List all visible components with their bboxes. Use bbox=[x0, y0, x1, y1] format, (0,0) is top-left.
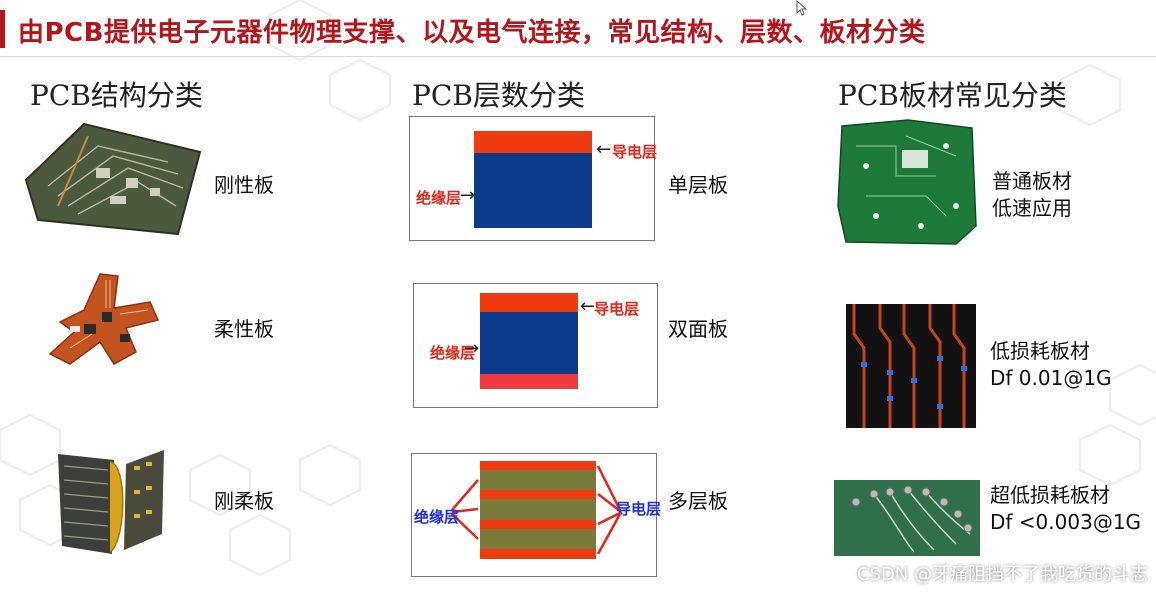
title-accent-bar bbox=[0, 10, 5, 48]
conductor-layer-4 bbox=[480, 549, 596, 559]
standard-material-name: 普通板材 bbox=[992, 169, 1072, 193]
low-loss-material-df: Df 0.01@1G bbox=[990, 366, 1112, 390]
conductor-layer-1 bbox=[480, 461, 596, 470]
double-layer-diagram: ← 导电层 绝缘层 → bbox=[413, 283, 658, 408]
layers-heading: PCB层数分类 bbox=[412, 79, 585, 112]
insulator-layer-2 bbox=[480, 499, 596, 520]
arrow-right-icon: → bbox=[464, 338, 480, 359]
insulator-layer-1 bbox=[480, 470, 596, 490]
conductor-tag: 导电层 bbox=[616, 500, 662, 518]
slide-title: 由PCB提供电子元器件物理支撑、以及电气连接，常见结构、层数、板材分类 bbox=[18, 18, 926, 48]
material-heading: PCB板材常见分类 bbox=[838, 79, 1067, 112]
insulator-layer-3 bbox=[480, 529, 596, 549]
ultra-low-loss-material-label: 超低损耗板材 Df <0.003@1G bbox=[990, 482, 1141, 536]
top-conductor-layer bbox=[480, 293, 578, 312]
ultra-low-loss-material-photo bbox=[834, 480, 980, 556]
standard-material-photo bbox=[837, 119, 977, 245]
standard-material-label: 普通板材 低速应用 bbox=[992, 168, 1072, 222]
title-bar: 由PCB提供电子元器件物理支撑、以及电气连接，常见结构、层数、板材分类 bbox=[0, 0, 1156, 58]
low-loss-material-name: 低损耗板材 bbox=[990, 339, 1090, 363]
ultra-low-loss-material-df: Df <0.003@1G bbox=[990, 510, 1142, 534]
standard-material-use: 低速应用 bbox=[992, 196, 1072, 220]
conductor-layer-2 bbox=[480, 490, 596, 499]
conductor-tag: 导电层 bbox=[594, 300, 640, 318]
single-layer-label: 单层板 bbox=[668, 173, 728, 197]
single-layer-diagram: ← 导电层 绝缘层 → bbox=[409, 116, 658, 241]
structure-heading: PCB结构分类 bbox=[30, 79, 203, 112]
insulator-tag: 绝缘层 bbox=[430, 344, 476, 362]
low-loss-material-label: 低损耗板材 Df 0.01@1G bbox=[990, 338, 1112, 392]
csdn-watermark: CSDN @牙痛阻挡不了我吃货的斗志 bbox=[856, 564, 1148, 585]
rigid-flex-board-photo bbox=[58, 450, 164, 554]
conductor-layer-3 bbox=[480, 520, 596, 529]
flexible-board-label: 柔性板 bbox=[214, 317, 274, 341]
title-divider bbox=[0, 56, 1156, 57]
insulator-layer bbox=[480, 312, 578, 374]
ultra-low-loss-material-name: 超低损耗板材 bbox=[990, 483, 1110, 507]
conductor-layer bbox=[474, 131, 592, 153]
insulator-layer bbox=[474, 153, 592, 228]
rigid-board-label: 刚性板 bbox=[214, 173, 274, 197]
multilayer-label: 多层板 bbox=[668, 489, 728, 513]
flexible-board-photo bbox=[48, 273, 160, 365]
arrow-left-icon: ← bbox=[580, 296, 596, 317]
layer-arrows bbox=[451, 465, 622, 555]
arrow-right-icon: → bbox=[460, 185, 476, 206]
low-loss-material-photo bbox=[846, 304, 976, 428]
rigid-flex-board-label: 刚柔板 bbox=[214, 489, 274, 513]
insulator-tag: 绝缘层 bbox=[414, 508, 460, 526]
rigid-board-photo bbox=[24, 122, 202, 236]
conductor-tag: 导电层 bbox=[612, 143, 658, 161]
bottom-conductor-layer bbox=[480, 374, 578, 389]
mouse-cursor-icon bbox=[796, 0, 808, 16]
insulator-tag: 绝缘层 bbox=[416, 189, 462, 207]
arrow-left-icon: ← bbox=[596, 139, 612, 160]
double-layer-label: 双面板 bbox=[668, 317, 728, 341]
multilayer-diagram: 绝缘层 导电层 bbox=[411, 453, 661, 577]
